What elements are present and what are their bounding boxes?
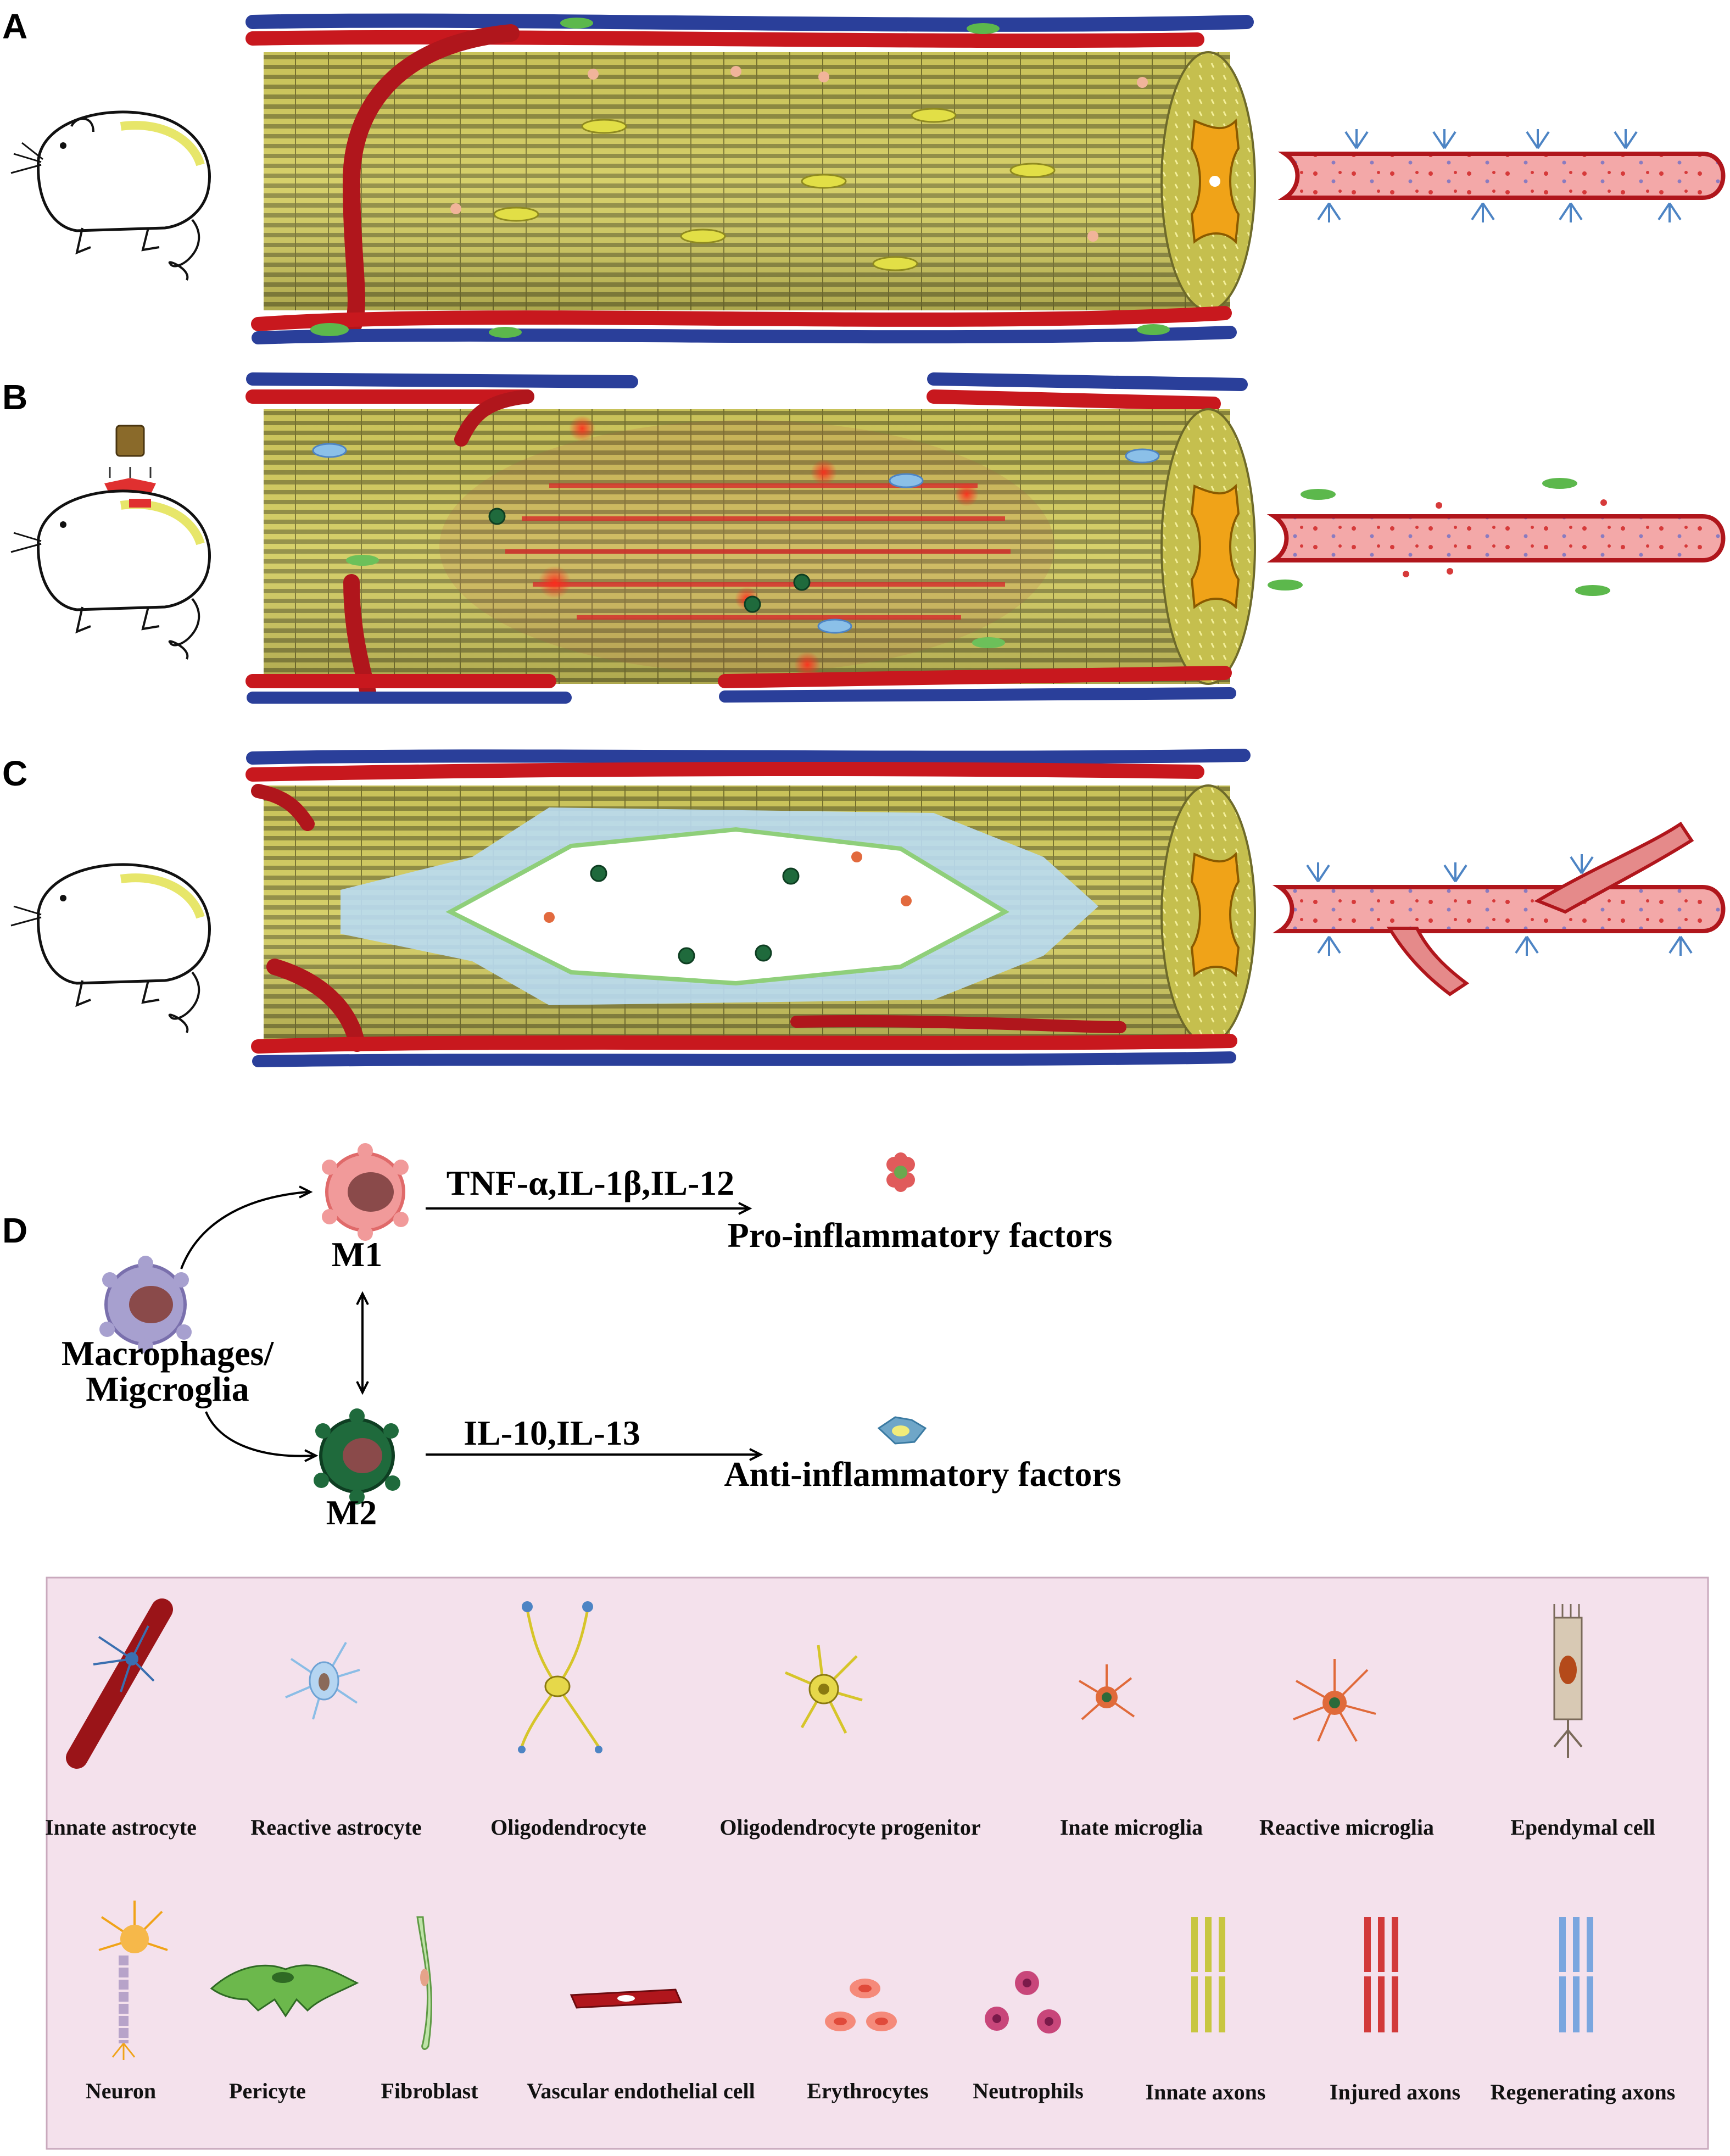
macrophage-icon xyxy=(99,1256,192,1353)
legend-reactive-astrocyte: Reactive astrocyte xyxy=(250,1815,421,1840)
legend-fibroblast: Fibroblast xyxy=(381,2079,478,2103)
panel-c: C xyxy=(2,749,1726,1067)
macrophage-label-line2: Migcroglia xyxy=(86,1369,249,1408)
legend-pericyte: Pericyte xyxy=(229,2079,306,2103)
mouse-icon xyxy=(10,489,211,660)
panel-d-label: D xyxy=(2,1211,27,1250)
vascular-endothelial-cell-icon xyxy=(570,1988,683,2009)
panel-d: D Macrophages/ Migcroglia M1 M2 xyxy=(2,1143,1121,1532)
legend-inate-microglia: Inate microglia xyxy=(1060,1815,1203,1840)
m2-macrophage-icon xyxy=(314,1408,400,1505)
ependymal-cell-icon xyxy=(1553,1604,1583,1758)
legend-neuron: Neuron xyxy=(86,2079,156,2103)
legend-injured-axons: Injured axons xyxy=(1330,2080,1460,2104)
panel-a: A xyxy=(2,7,1726,344)
mouse-icon xyxy=(10,110,211,281)
panel-b: B xyxy=(2,372,1726,704)
legend: Innate astrocyte Reactive astrocyte Olig… xyxy=(45,1576,1709,2150)
panel-a-label: A xyxy=(2,7,27,46)
legend-ependymal-cell: Ependymal cell xyxy=(1510,1815,1655,1840)
m2-cytokines: IL-10,IL-13 xyxy=(464,1413,640,1452)
erythrocytes-icon xyxy=(825,1979,897,2031)
legend-vascular-endothelial-cell: Vascular endothelial cell xyxy=(527,2079,755,2103)
oligodendrocyte-icon xyxy=(518,1601,602,1753)
legend-neutrophils: Neutrophils xyxy=(973,2079,1084,2103)
legend-innate-astrocyte: Innate astrocyte xyxy=(45,1815,197,1840)
reactive-microglia-icon xyxy=(1293,1659,1376,1742)
panel-c-label: C xyxy=(2,754,27,793)
anti-inflammatory-label: Anti-inflammatory factors xyxy=(724,1455,1121,1494)
macrophage-label-line1: Macrophages/ xyxy=(62,1334,275,1373)
m1-cytokines: TNF-α,IL-1β,IL-12 xyxy=(447,1163,735,1202)
m1-macrophage-icon xyxy=(322,1143,409,1241)
anti-inflammatory-factor-icon xyxy=(877,1416,927,1445)
m2-label: M2 xyxy=(326,1493,377,1532)
innate-axons-gap xyxy=(1189,1972,1227,1976)
panel-b-label: B xyxy=(2,377,27,417)
pro-inflammatory-label: Pro-inflammatory factors xyxy=(728,1216,1113,1255)
reactive-astrocyte-icon xyxy=(285,1642,360,1720)
legend-regenerating-axons: Regenerating axons xyxy=(1491,2080,1676,2104)
oligodendrocyte-progenitor-icon xyxy=(785,1645,863,1734)
regenerating-axons-gap xyxy=(1557,1972,1595,1976)
mouse-icon xyxy=(10,863,211,1033)
neuron-icon xyxy=(98,1901,168,2060)
legend-oligodendrocyte-progenitor: Oligodendrocyte progenitor xyxy=(719,1815,980,1840)
innate-astrocyte-icon xyxy=(66,1598,173,1769)
pro-inflammatory-factor-icon xyxy=(886,1152,915,1192)
legend-erythrocytes: Erythrocytes xyxy=(807,2079,928,2103)
injured-axons-gap xyxy=(1362,1972,1400,1976)
legend-oligodendrocyte: Oligodendrocyte xyxy=(490,1815,646,1840)
inate-microglia-icon xyxy=(1078,1664,1135,1720)
pericyte-icon xyxy=(210,1964,359,2018)
legend-reactive-microglia: Reactive microglia xyxy=(1259,1815,1434,1840)
fibroblast-icon xyxy=(416,1916,432,2050)
neutrophils-icon xyxy=(985,1971,1061,2034)
legend-innate-axons: Innate axons xyxy=(1146,2080,1266,2104)
m1-label: M1 xyxy=(332,1235,382,1274)
